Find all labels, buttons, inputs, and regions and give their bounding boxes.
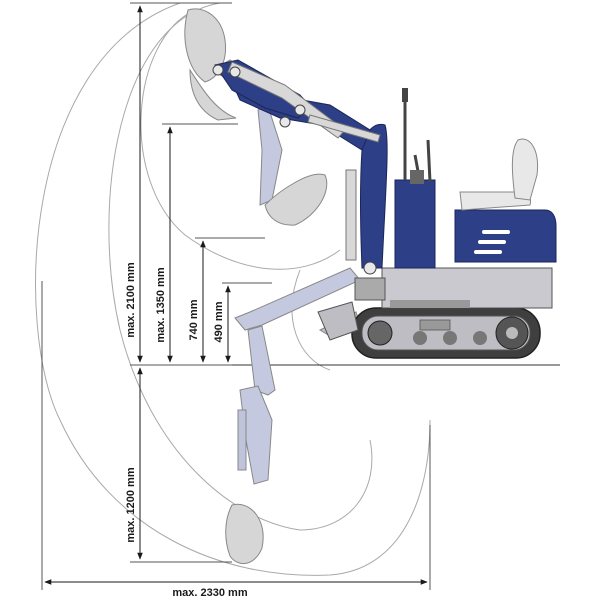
max-height-label: max. 2100 mm [125,262,137,337]
track-assembly [351,307,541,359]
reach-envelope [35,2,431,576]
ghost-arm-lowered [225,267,361,564]
max-dig-depth-label: max. 1200 mm [125,467,137,542]
height-740-label: 740 mm [188,299,200,340]
dimension-lines [44,5,428,585]
max-reach-label: max. 2330 mm [172,587,247,599]
reference-lines [41,2,431,590]
height-490-label: 490 mm [213,301,225,342]
boom-arm [212,59,388,275]
machine-body [317,88,557,341]
max-dump-height-label: max. 1350 mm [155,267,167,342]
